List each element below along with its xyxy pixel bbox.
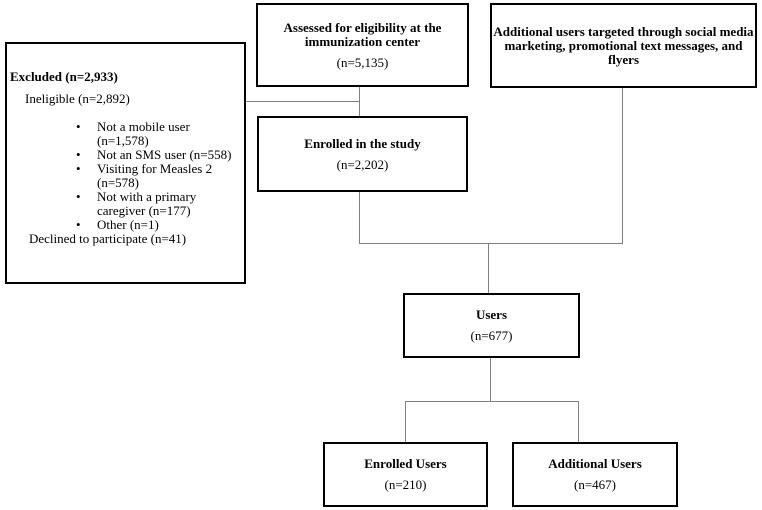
connector-assessed-to-enrolled [359, 87, 360, 117]
assessed-n: (n=5,135) [336, 54, 389, 70]
connector-merge-to-users [488, 243, 489, 293]
box-enrolled-users: Enrolled Users (n=210) [323, 442, 488, 507]
connector-users-down [490, 358, 491, 401]
box-assessed-eligibility: Assessed for eligibility at the immuniza… [256, 3, 469, 87]
connector-enrolled-down [359, 192, 360, 243]
users-n: (n=677) [470, 328, 513, 343]
excluded-declined: Declined to participate (n=41) [29, 231, 187, 246]
connector-split-horizontal [405, 401, 579, 402]
connector-excluded-branch [246, 101, 359, 102]
additional-users-title: Additional Users [548, 456, 642, 471]
excluded-reason-item: Not a mobile user (n=1,578) [76, 120, 244, 148]
connector-split-to-enrolled-users [405, 401, 406, 442]
enrolled-users-n: (n=210) [384, 477, 427, 492]
excluded-reason-item: Other (n=1) [76, 218, 244, 233]
excluded-reason-item: Not with a primary caregiver (n=177) [76, 190, 244, 218]
excluded-title: Excluded (n=2,933) [10, 69, 118, 84]
box-users: Users (n=677) [403, 293, 580, 358]
box-excluded: Excluded (n=2,933) Ineligible (n=2,892) … [5, 42, 246, 284]
connector-split-to-additional-users [578, 401, 579, 442]
box-additional-targeted: Additional users targeted through social… [490, 3, 757, 88]
additional-targeted-title: Additional users targeted through social… [493, 23, 754, 67]
connector-additional-targeted-down [622, 88, 623, 243]
enrolled-users-title: Enrolled Users [364, 456, 447, 471]
box-additional-users: Additional Users (n=467) [512, 442, 678, 507]
box-enrolled-study: Enrolled in the study (n=2,202) [257, 116, 468, 192]
enrolled-title: Enrolled in the study [304, 135, 421, 151]
enrolled-n: (n=2,202) [336, 156, 389, 172]
assessed-title: Assessed for eligibility at the immuniza… [283, 19, 442, 49]
excluded-ineligible: Ineligible (n=2,892) [25, 91, 130, 106]
users-title: Users [475, 307, 508, 322]
excluded-reason-list: Not a mobile user (n=1,578) Not an SMS u… [76, 120, 244, 233]
excluded-reason-item: Not an SMS user (n=558) [76, 148, 244, 163]
excluded-reason-item: Visiting for Measles 2 (n=578) [76, 162, 244, 190]
connector-merge-horizontal [359, 243, 623, 244]
additional-users-n: (n=467) [574, 477, 616, 492]
